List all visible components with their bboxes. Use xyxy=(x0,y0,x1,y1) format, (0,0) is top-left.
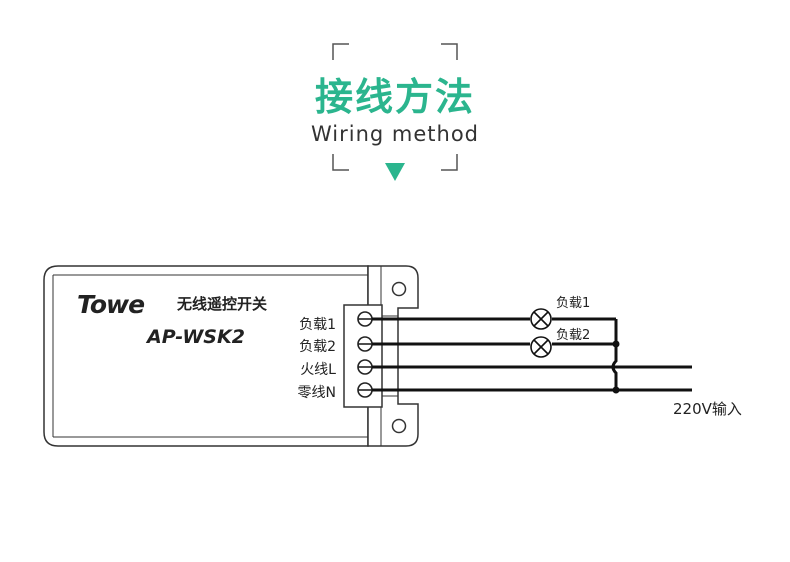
mounting-hole-top xyxy=(391,281,407,297)
wire-load-return xyxy=(611,319,618,390)
terminal-screw-live xyxy=(357,359,373,375)
down-arrow-icon xyxy=(385,163,405,181)
terminal-label-load1: 负载1 xyxy=(299,317,336,333)
mounting-hole-bottom xyxy=(391,418,407,434)
junction-dot-load2 xyxy=(612,340,620,348)
page-subtitle: Wiring method xyxy=(310,122,480,146)
device-model: AP-WSK2 xyxy=(145,326,245,348)
terminal-label-load2: 负载2 xyxy=(299,339,336,355)
load1-label: 负载1 xyxy=(556,296,590,311)
switch-module xyxy=(43,265,419,447)
terminal-label-neutral: 零线N xyxy=(298,385,336,401)
junction-dot-neutral xyxy=(612,386,620,394)
terminal-label-live: 火线L xyxy=(300,362,336,378)
lamp-load2-icon xyxy=(530,336,552,358)
brand-logo: Towe xyxy=(77,290,144,319)
load2-label: 负载2 xyxy=(556,328,590,343)
input-label: 220V输入 xyxy=(673,400,742,418)
terminal-screw-load1 xyxy=(357,311,373,327)
terminal-screw-load2 xyxy=(357,336,373,352)
page-title: 接线方法 xyxy=(314,75,475,119)
device-name: 无线遥控开关 xyxy=(176,295,267,313)
lamp-load1-icon xyxy=(530,308,552,330)
terminal-screw-neutral xyxy=(357,382,373,398)
title-frame xyxy=(332,43,458,171)
